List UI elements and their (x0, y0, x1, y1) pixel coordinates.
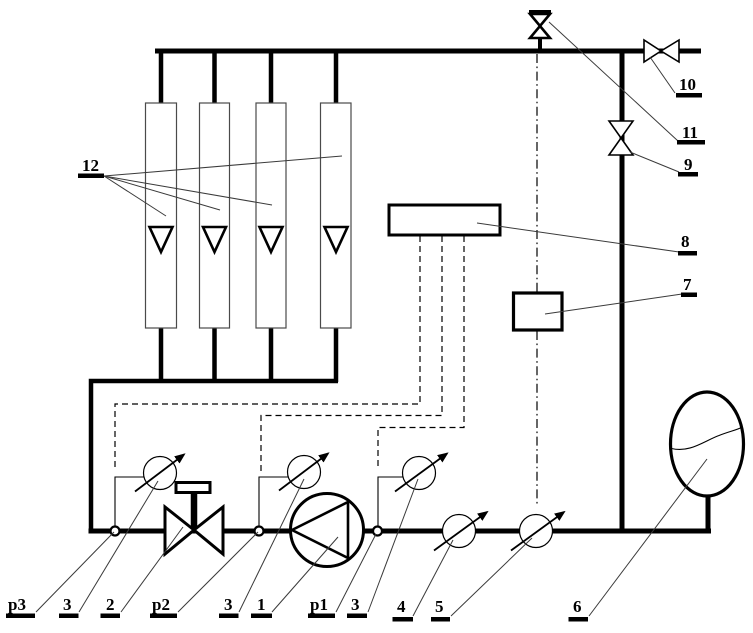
air-vent-valve (527, 10, 553, 52)
callout-label-12: 12 (82, 156, 99, 175)
callout-leader-lines (35, 21, 708, 617)
flow-meter-rotameter (198, 102, 231, 329)
header-end-valve (643, 38, 680, 64)
float-triangle-icon (147, 225, 175, 256)
callout-label-p1: p1 (310, 595, 328, 614)
callout-underline (568, 617, 588, 622)
flow-meters (144, 102, 352, 329)
flow-meter-rotameter (319, 102, 352, 329)
callout-label-10: 10 (679, 75, 696, 94)
valve-handle (174, 481, 212, 494)
inline-sensor (433, 510, 489, 552)
float-triangle-icon (257, 225, 285, 256)
callout-underline (308, 613, 335, 618)
callout-label-7: 7 (683, 275, 692, 294)
signal-lines (114, 54, 538, 530)
riser-valve (607, 120, 635, 156)
callout-label-2: 2 (106, 595, 115, 614)
expansion-tank (668, 390, 746, 498)
flow-meter-rotameter (144, 102, 178, 329)
water-level-curve (671, 426, 743, 451)
callout-underline (78, 173, 104, 178)
sensor-box (511, 291, 564, 332)
pressure-gauge (278, 452, 330, 492)
float-triangle-icon (322, 225, 350, 256)
callout-underline (677, 140, 705, 145)
callout-underline (59, 613, 79, 618)
sensor-arrow-icon (433, 510, 489, 552)
control-valve (163, 481, 225, 558)
callout-underline (6, 613, 35, 618)
circulation-pump (289, 492, 365, 568)
callout-label-3c: 3 (351, 595, 360, 614)
pump-impeller-triangle-icon (289, 499, 350, 561)
callout-label-4: 4 (397, 597, 406, 616)
callout-label-p3: p3 (8, 595, 26, 614)
pressure-gauges (134, 452, 449, 493)
callout-label-5: 5 (435, 597, 444, 616)
callout-underline (100, 613, 120, 618)
callout-label-1: 1 (257, 595, 266, 614)
pressure-gauge (394, 452, 449, 493)
callout-labels: 12 10 11 9 8 7 p3 3 2 p2 3 1 p1 3 4 5 6 (6, 75, 705, 622)
gauge-connection-line (114, 476, 403, 530)
callout-underline (251, 613, 272, 618)
callout-underline (219, 613, 239, 618)
callout-label-8: 8 (681, 232, 690, 251)
callout-underline (681, 292, 697, 297)
callout-underline (678, 172, 698, 177)
callout-label-11: 11 (682, 123, 698, 142)
pressure-tap-p1 (371, 525, 384, 537)
callout-underline (347, 613, 367, 618)
callout-underline (676, 93, 702, 98)
pressure-gauge (134, 453, 186, 493)
gauge-needle-arrow-icon (134, 453, 186, 493)
sensor-arrow-icon (510, 510, 566, 552)
callout-underline (392, 617, 413, 622)
callout-underline (150, 613, 177, 618)
flow-meter-rotameter (255, 102, 287, 329)
float-triangle-icon (200, 225, 229, 256)
inline-sensors (433, 510, 566, 552)
gauge-needle-arrow-icon (278, 452, 330, 492)
controller-box (387, 203, 502, 237)
return-collector-pipe (88, 378, 338, 531)
inline-sensor (510, 510, 566, 552)
callout-label-6: 6 (573, 597, 582, 616)
callout-label-9: 9 (684, 155, 693, 174)
gauge-needle-arrow-icon (394, 452, 449, 493)
callout-underline (678, 251, 697, 256)
control-line-dashed (114, 236, 465, 471)
callout-label-p2: p2 (152, 595, 170, 614)
callout-label-3a: 3 (63, 595, 72, 614)
pressure-taps (109, 525, 384, 537)
callout-label-3b: 3 (224, 595, 233, 614)
callout-underline (431, 617, 450, 622)
